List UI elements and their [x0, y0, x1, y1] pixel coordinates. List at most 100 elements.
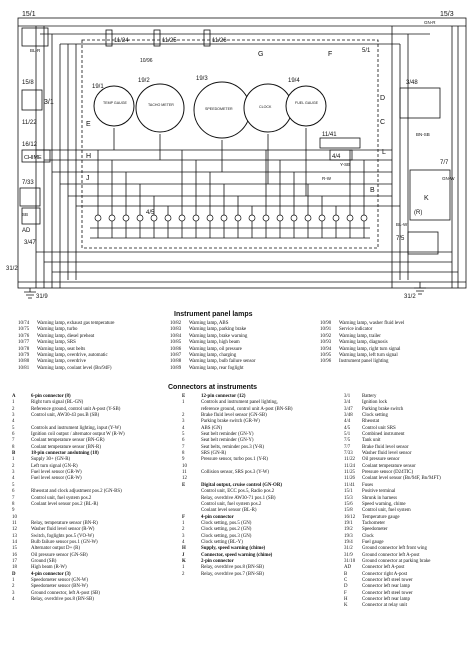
- label-e: E: [86, 121, 91, 128]
- wire-sb: SB: [22, 212, 28, 217]
- legend-code: 7: [12, 495, 15, 501]
- legend-text: Warning lamp, overdrive: [37, 359, 86, 365]
- legend-code: 2: [12, 463, 15, 469]
- legend-code: 2: [182, 571, 185, 577]
- legend-code: F: [182, 514, 185, 520]
- legend-text: Control unit SRS: [362, 425, 396, 431]
- label-4-5: 4/5: [146, 210, 155, 216]
- legend-text: Ground connector left front wing: [362, 546, 427, 552]
- legend-text: Warning lamp, diagnosis: [339, 340, 388, 346]
- legend-code: 2: [182, 527, 185, 533]
- label-tacho: TACHO METER: [148, 103, 174, 107]
- legend-text: 4-pin connector: [201, 514, 234, 520]
- wire-bn-sb: BN-SB: [416, 132, 430, 137]
- legend-code: 10/87: [170, 353, 182, 359]
- legend-code: 10/76: [18, 333, 30, 339]
- connector-4-4-strip: [329, 149, 353, 161]
- legend-code: 11/25: [344, 470, 355, 476]
- legend-code: 8: [12, 444, 15, 450]
- legend-code: 1: [182, 565, 185, 571]
- legend-code: 11/24: [344, 463, 355, 469]
- label-fuel-gauge: FUEL GAUGE: [295, 101, 319, 105]
- legend-code: 11/41: [344, 482, 355, 488]
- legend-text: Rheostat: [362, 419, 380, 425]
- legend-code: 31/9: [344, 552, 353, 558]
- legend-text: Collision sensor, SRS pos.3 (Y-W): [201, 470, 270, 476]
- legend-code: 11: [182, 470, 187, 476]
- legend-code: 13: [12, 533, 17, 539]
- legend-text: Controls and instrument lighting, input …: [31, 425, 121, 431]
- legend-text: Control unit, fuel system pos.2: [201, 501, 262, 507]
- lamps-section-title: Instrument panel lamps: [174, 311, 253, 318]
- legend-code: 4: [12, 476, 15, 482]
- legend-code: 16/12: [344, 514, 356, 520]
- legend-text: Connector left rear lamp: [362, 584, 410, 590]
- legend-row: 11 Collision sensor, SRS pos.3 (Y-W): [182, 470, 293, 476]
- legend-code: 4: [12, 419, 15, 425]
- legend-code: 9: [12, 508, 15, 514]
- legend-text: Relay, overdrive pos.8 (BN-SB): [201, 565, 264, 571]
- legend-code: 5: [12, 425, 15, 431]
- temp-gauge-icon: [93, 85, 135, 127]
- legend-code: 7/5: [344, 438, 351, 444]
- ground-symbol-right: [414, 282, 426, 295]
- legend-code: 7/33: [344, 451, 353, 457]
- legend-code: 3: [12, 413, 15, 419]
- label-g: G: [258, 51, 263, 58]
- legend-code: 10/83: [170, 327, 182, 333]
- legend-code: 10/86: [170, 346, 182, 352]
- legend-text: Clock setting (BL-Y): [201, 539, 243, 545]
- legend-text: Coolant level sensor pos.2 (BL-R): [31, 501, 99, 507]
- legend-text: Ground connector, left A-post (SB): [31, 590, 100, 596]
- legend-text: 6-pin connector (8): [31, 394, 71, 399]
- label-5-1: 5/1: [362, 48, 371, 54]
- label-7-33: 7/33: [22, 180, 34, 186]
- legend-text: Fuses: [362, 482, 374, 488]
- legend-text: Service indicator: [339, 327, 373, 333]
- wire-r-w: R-W: [322, 176, 332, 181]
- legend-text: Alternator output D+ (R): [31, 546, 81, 552]
- legend-code: C: [344, 577, 348, 583]
- legend-text: Control unit, fuel system pos.2: [31, 495, 92, 501]
- legend-row: 1 Relay, overdrive pos.8 (BN-SB): [182, 565, 293, 571]
- legend-code: 4/4: [344, 419, 351, 425]
- fuse-11-26: [203, 29, 211, 47]
- legend-text: Bulb failure sensor pos.1 (GN-W): [31, 539, 98, 545]
- legend-row: Control unit, fuel system pos.2: [182, 502, 293, 508]
- relay-348-box: [399, 87, 441, 119]
- legend-text: Rheostat and clock adjustment pos.2 (GN-…: [31, 489, 122, 495]
- legend-code: 11/26: [344, 476, 355, 482]
- legend-row: 12: [182, 476, 293, 482]
- legend-code: 10/92: [320, 333, 332, 339]
- label-15-1: 15/1: [22, 11, 36, 18]
- legend-text: Parking brake switch (GR-W): [201, 419, 260, 425]
